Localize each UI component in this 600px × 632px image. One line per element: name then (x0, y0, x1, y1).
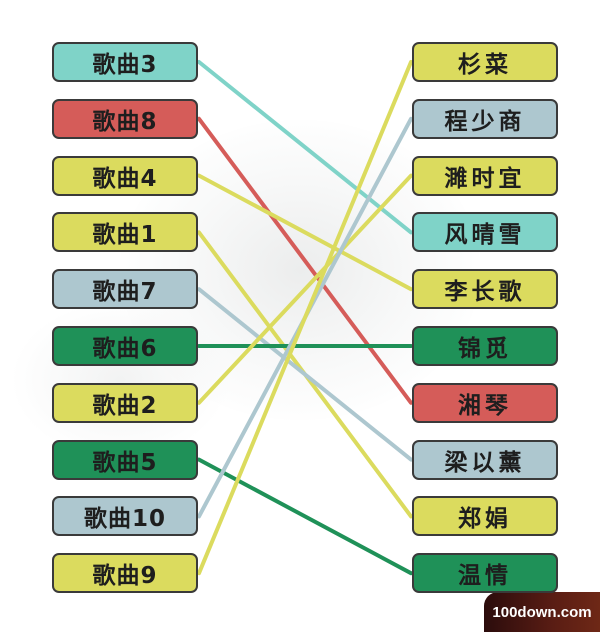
character-label: 濉时宜 (444, 165, 526, 192)
connection-line (197, 173, 413, 405)
song-button[interactable]: 歌曲7 (52, 269, 198, 310)
character-button[interactable]: 杉菜 (412, 42, 558, 82)
song-button[interactable]: 歌曲9 (52, 553, 198, 594)
song-button[interactable]: 歌曲6 (52, 326, 198, 366)
song-label: 歌曲6 (92, 336, 158, 362)
watermark-logo: 100down.com (484, 592, 600, 632)
character-label: 梁以薰 (444, 449, 526, 476)
character-button[interactable]: 李长歌 (412, 269, 558, 310)
character-button[interactable]: 濉时宜 (412, 155, 558, 196)
song-label: 歌曲1 (92, 222, 158, 249)
connection-line (197, 173, 413, 292)
character-label: 湘琴 (458, 392, 512, 419)
character-button[interactable]: 郑娟 (412, 496, 558, 537)
connection-line (197, 116, 413, 405)
song-label: 歌曲4 (92, 165, 158, 192)
song-label: 歌曲8 (92, 108, 158, 135)
character-button[interactable]: 锦觅 (412, 326, 558, 366)
character-label: 锦觅 (458, 336, 512, 362)
song-button[interactable]: 歌曲2 (52, 382, 198, 423)
character-label: 风晴雪 (444, 222, 526, 249)
character-button[interactable]: 温情 (412, 553, 558, 594)
character-button[interactable]: 梁以薰 (412, 439, 558, 480)
connection-line (197, 287, 413, 462)
song-label: 歌曲2 (92, 392, 158, 419)
connection-line (197, 60, 413, 235)
character-button[interactable]: 湘琴 (412, 382, 558, 423)
song-button[interactable]: 歌曲1 (52, 212, 198, 253)
song-label: 歌曲5 (92, 449, 158, 476)
character-button[interactable]: 风晴雪 (412, 212, 558, 253)
song-label: 歌曲7 (92, 279, 158, 306)
character-label: 郑娟 (458, 506, 512, 533)
song-label: 歌曲9 (92, 563, 158, 590)
song-button[interactable]: 歌曲5 (52, 439, 198, 480)
song-label: 歌曲10 (83, 506, 166, 533)
character-label: 杉菜 (458, 52, 512, 78)
character-label: 程少商 (444, 108, 526, 135)
song-button[interactable]: 歌曲4 (52, 155, 198, 196)
connection-line (197, 457, 413, 576)
character-label: 温情 (458, 563, 512, 590)
song-label: 歌曲3 (92, 52, 158, 78)
song-button[interactable]: 歌曲8 (52, 98, 198, 139)
song-button[interactable]: 歌曲3 (52, 42, 198, 82)
song-button[interactable]: 歌曲10 (52, 496, 198, 537)
character-label: 李长歌 (444, 279, 526, 306)
character-button[interactable]: 程少商 (412, 98, 558, 139)
connection-line (197, 60, 413, 576)
